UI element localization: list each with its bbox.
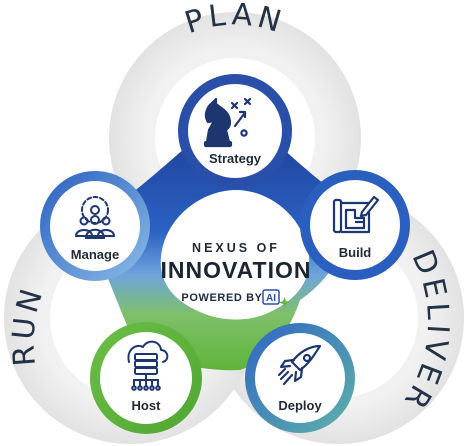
hub (91, 118, 350, 371)
host-label: Host (132, 398, 162, 413)
powered-by-text: POWERED BY (181, 292, 262, 304)
hub-center (160, 190, 310, 320)
node-build[interactable]: Build (300, 170, 410, 280)
build-label: Build (339, 245, 372, 260)
strategy-label: Strategy (209, 151, 262, 166)
node-strategy[interactable]: Strategy (178, 74, 292, 188)
node-host[interactable]: Host (90, 322, 202, 434)
blueprint-pencil-icon (332, 195, 380, 234)
ai-badge-text: AI (266, 293, 276, 304)
node-deploy[interactable]: Deploy (245, 323, 355, 433)
manage-label: Manage (71, 247, 119, 262)
deploy-label: Deploy (278, 398, 322, 413)
chess-knight-strategy-icon (203, 97, 252, 148)
sparkle-icon (279, 297, 290, 308)
ai-badge: AI (262, 289, 290, 308)
nexus-of-text: NEXUS OF (192, 241, 280, 255)
cloud-server-icon (127, 340, 169, 391)
rocket-icon (277, 344, 322, 386)
innovation-text: INNOVATION (161, 257, 312, 283)
center-title: NEXUS OF INNOVATION POWERED BY AI (161, 241, 312, 308)
node-manage[interactable]: Manage (40, 171, 150, 281)
team-gear-icon (75, 196, 115, 239)
